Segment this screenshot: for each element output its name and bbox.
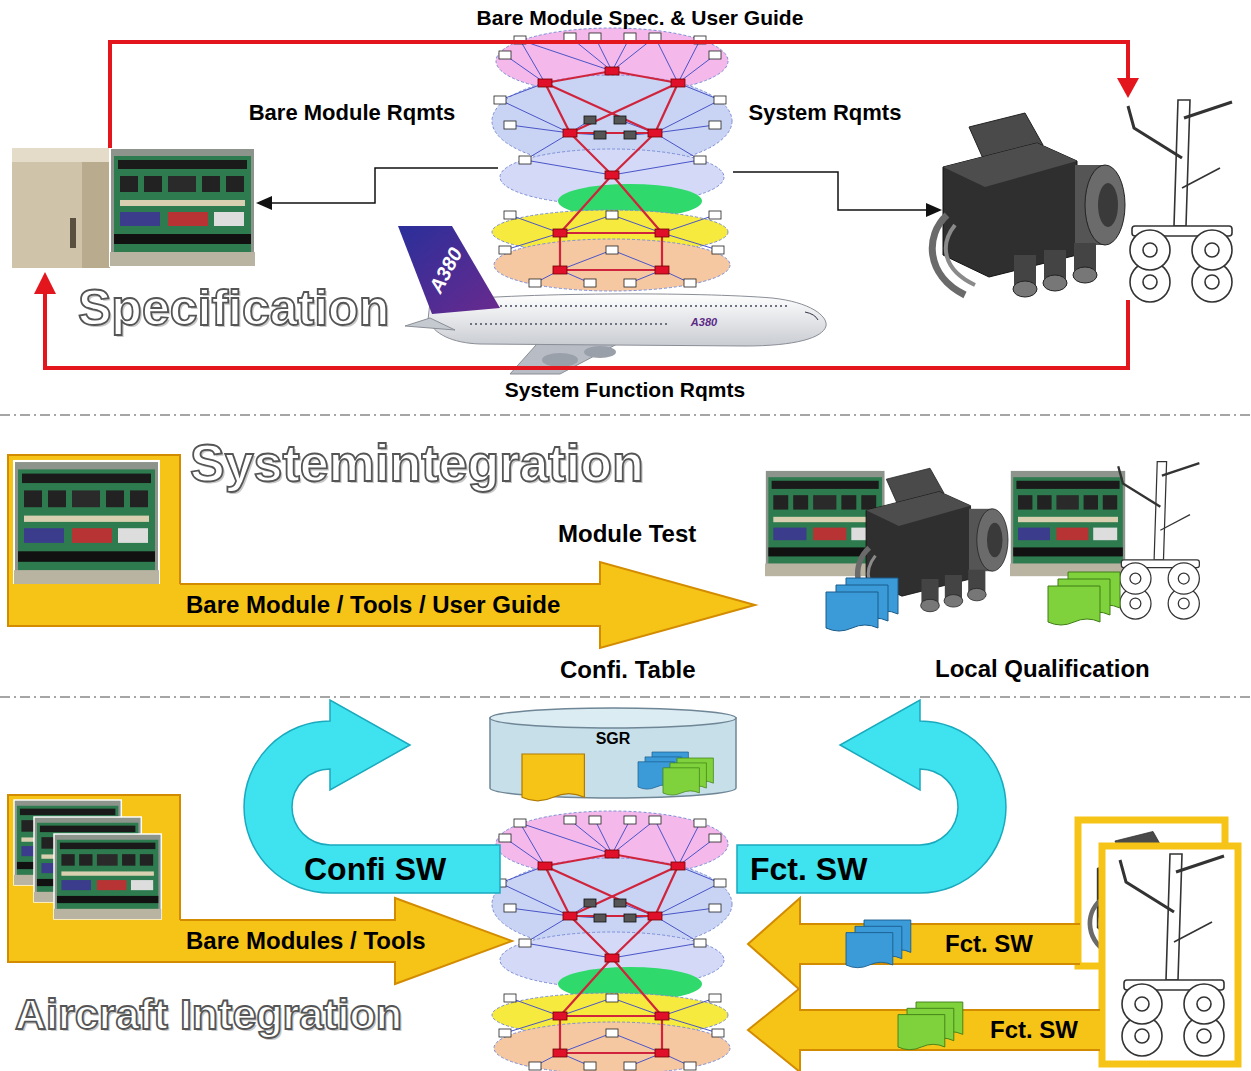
aircraft-illustration: [542, 353, 578, 367]
text-block: Fct. SW: [750, 851, 867, 888]
red-flow-arrow: [34, 42, 1139, 368]
step-label: Local Qualification: [935, 655, 1150, 683]
black-flow-arrow: [733, 172, 926, 210]
text-block: Bare Module / Tools / User Guide: [186, 591, 560, 619]
arrow-label: Fct. SW: [945, 930, 1033, 958]
document-stack: [1048, 572, 1120, 625]
arrow-outline: [748, 898, 1080, 990]
black-flow-arrow: [256, 168, 942, 217]
arrow-label: Confi SW: [304, 851, 446, 888]
repository-cylinder: SGR: [488, 704, 738, 802]
arrow-fill: [8, 562, 755, 648]
arrow-fill: [748, 988, 1100, 1071]
aircraft-marking: A380: [425, 243, 468, 296]
module-photo: [14, 461, 159, 585]
aircraft-illustration: [405, 318, 455, 330]
arrow-fill: [8, 898, 512, 984]
module-photo: [1010, 470, 1126, 576]
section-title: Specification: [78, 282, 389, 335]
flow-label: System Function Rqmts: [505, 378, 745, 402]
section-separator: [0, 414, 1251, 416]
arrow-frame: [1102, 846, 1238, 1064]
black-flow-arrow: [926, 203, 942, 217]
module-photo: [110, 148, 255, 266]
text-block: Fct. SW: [990, 1016, 1078, 1044]
text-block: SGR: [596, 730, 631, 748]
cylinder-top: [490, 708, 736, 728]
module-photo: [54, 834, 161, 919]
text-block: Fct. SW: [945, 930, 1033, 958]
document-icon: [522, 754, 584, 801]
text-block: Confi SW: [304, 851, 446, 888]
arrow-frame: [8, 795, 180, 922]
yellow-arrow: Bare Modules / Tools: [8, 896, 515, 987]
arrow-label: Fct. SW: [750, 851, 867, 888]
aircraft-illustration: [470, 323, 668, 325]
yellow-arrow: Bare Module / Tools / User Guide: [8, 560, 758, 651]
document-stack: [898, 1002, 963, 1050]
aircraft-illustration: [398, 226, 500, 314]
repository-cylinder-shape: [488, 704, 738, 802]
module-housing: [12, 148, 110, 268]
red-flow-arrow: [110, 42, 1128, 148]
document-stack: [846, 920, 911, 968]
cyan-arrow: Confi SW: [242, 698, 504, 895]
arrow-label: Bare Modules / Tools: [186, 927, 426, 955]
red-flow-arrow: [1117, 78, 1139, 98]
flow-label: Bare Module Spec. & User Guide: [477, 6, 804, 30]
arrow-frame: [8, 455, 180, 588]
black-flow-arrow: [272, 168, 498, 203]
aircraft-illustration: [470, 305, 790, 307]
red-flow-arrow: [34, 272, 56, 294]
arrow-frame: [8, 795, 180, 922]
network-illustration: [492, 811, 732, 1071]
arrow-label: Bare Module / Tools / User Guide: [186, 591, 560, 619]
arrow-frame: [8, 455, 180, 588]
black-flow-arrow: [256, 196, 272, 210]
document-stack: [663, 758, 713, 795]
arrow-fill: [737, 700, 1006, 893]
arrow-label: SGR: [596, 730, 631, 748]
arrow-outline: [8, 898, 512, 984]
text-block: Bare Modules / Tools: [186, 927, 426, 955]
engine-illustration: [932, 113, 1125, 297]
arrow-label: Fct. SW: [990, 1016, 1078, 1044]
document-stack: [826, 578, 898, 631]
step-label: Confi. Table: [560, 656, 696, 684]
arrow-frame: [8, 795, 180, 922]
landing-gear-drawing: [1120, 854, 1224, 1056]
arrow-fill: [748, 898, 1080, 990]
network-illustration: [492, 28, 732, 291]
section-separator: [0, 415, 1251, 697]
flow-label: System Rqmts: [749, 100, 902, 125]
section-title: Aircraft Integration: [15, 992, 402, 1037]
aircraft-illustration: [398, 226, 826, 374]
aircraft-illustration: [805, 312, 818, 320]
yellow-arrow: Fct. SW: [746, 986, 1102, 1071]
aircraft-marking: A380: [691, 316, 717, 329]
arrow-outline: [8, 562, 755, 648]
arrow-outline: [748, 988, 1100, 1071]
yellow-arrow: Fct. SW: [746, 896, 1082, 992]
arrow-frame: [8, 455, 180, 588]
section-title: Systemintegration: [190, 436, 644, 491]
aircraft-illustration: [584, 346, 616, 358]
section-separator: [0, 696, 1251, 698]
flow-label: Bare Module Rqmts: [249, 100, 456, 125]
landing-gear-drawing: [1118, 462, 1199, 620]
cyan-arrow: Fct. SW: [735, 698, 1010, 895]
arrow-fill: [244, 700, 500, 893]
landing-gear-drawing: [1128, 100, 1232, 302]
step-label: Module Test: [558, 520, 696, 548]
